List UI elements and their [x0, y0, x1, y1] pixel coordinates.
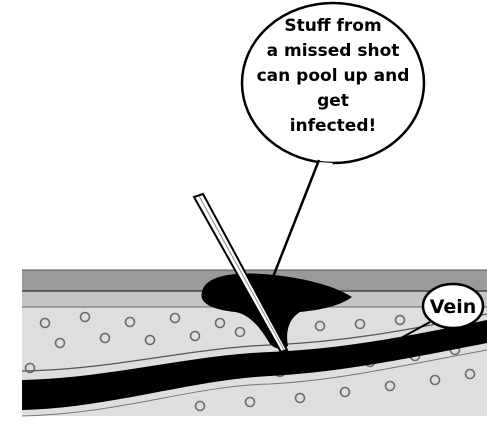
- callout-line: Stuff from: [245, 14, 421, 39]
- callout-text: Stuff from a missed shot can pool up and…: [245, 14, 421, 139]
- callout-line: can pool up and get: [245, 64, 421, 114]
- callout-line: infected!: [245, 114, 421, 139]
- callout-line: a missed shot: [245, 39, 421, 64]
- vein-label: Vein: [426, 295, 480, 319]
